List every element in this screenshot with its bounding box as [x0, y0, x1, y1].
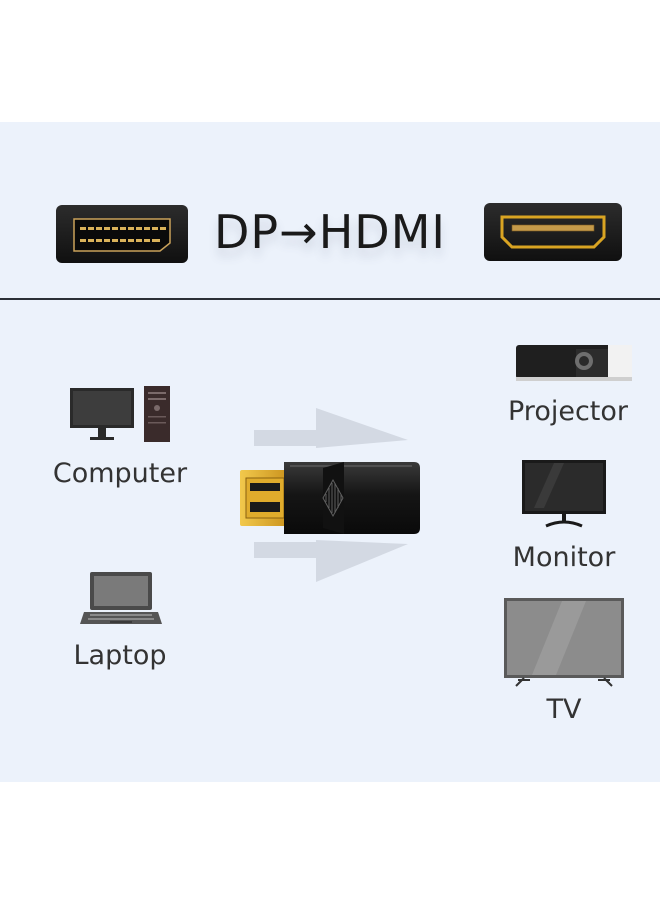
source-label-laptop: Laptop — [73, 640, 167, 671]
tv-icon — [504, 598, 624, 687]
target-label-projector: Projector — [508, 396, 628, 427]
displayport-port-icon — [56, 205, 188, 263]
target-label-tv: TV — [546, 694, 582, 725]
page-title: DP→HDMI — [214, 205, 446, 259]
projector-icon — [516, 345, 632, 381]
arrow-right-icon — [254, 408, 408, 448]
dp-hdmi-adapter-icon — [240, 462, 420, 534]
target-label-monitor: Monitor — [512, 542, 616, 573]
monitor-icon — [522, 460, 606, 528]
arrow-right-icon — [254, 540, 408, 582]
hdmi-port-icon — [484, 203, 622, 261]
source-label-computer: Computer — [52, 458, 188, 489]
laptop-icon — [80, 572, 162, 624]
desktop-computer-icon — [70, 386, 170, 442]
section-divider — [0, 298, 660, 300]
